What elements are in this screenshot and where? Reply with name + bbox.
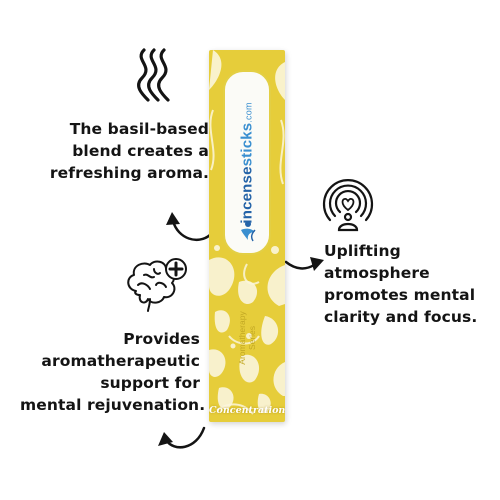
callout-mind: Provides aromatherapeutic support for me…: [20, 328, 206, 416]
brand-highlight: sticks: [238, 122, 256, 166]
callout-line: Provides: [123, 330, 200, 348]
callout-line: Uplifting: [324, 242, 401, 260]
callout-line: clarity and focus.: [324, 308, 478, 326]
callout-line: atmosphere: [324, 264, 430, 282]
callout-line: blend creates a: [72, 142, 209, 160]
callout-line: The basil-based: [69, 120, 209, 138]
brand-mark-icon: [241, 221, 256, 242]
brand-label-plate: incensesticks.com: [223, 70, 271, 255]
series-line: Aromatherapy: [237, 311, 247, 365]
curved-arrow-icon: [284, 252, 326, 280]
callout-line: refreshing aroma.: [49, 164, 209, 182]
callout-line: support for: [100, 374, 200, 392]
callout-line: promotes mental: [324, 286, 476, 304]
variant-label: Concentration: [209, 405, 285, 416]
person-heart-radiating-icon: [320, 176, 376, 236]
brand-suffix: .com: [243, 101, 254, 123]
curved-arrow-icon: [164, 205, 214, 251]
series-line: Series: [247, 325, 257, 351]
callout-focus: Uplifting atmosphere promotes mental cla…: [324, 240, 500, 328]
callout-line: mental rejuvenation.: [20, 396, 206, 414]
callout-line: aromatherapeutic: [41, 352, 200, 370]
incense-product-box: incensesticks.com Aromatherapy Series Co…: [209, 50, 285, 422]
series-label: Aromatherapy Series: [237, 311, 257, 364]
smoke-waves-icon: [130, 46, 176, 108]
floral-pattern: [209, 50, 285, 415]
brain-plus-icon: [124, 255, 190, 317]
brand-logo-text: incensesticks.com: [239, 102, 256, 223]
callout-aroma: The basil-based blend creates a refreshi…: [44, 118, 209, 184]
curved-arrow-icon: [156, 414, 208, 462]
brand-prefix: incense: [238, 165, 256, 224]
